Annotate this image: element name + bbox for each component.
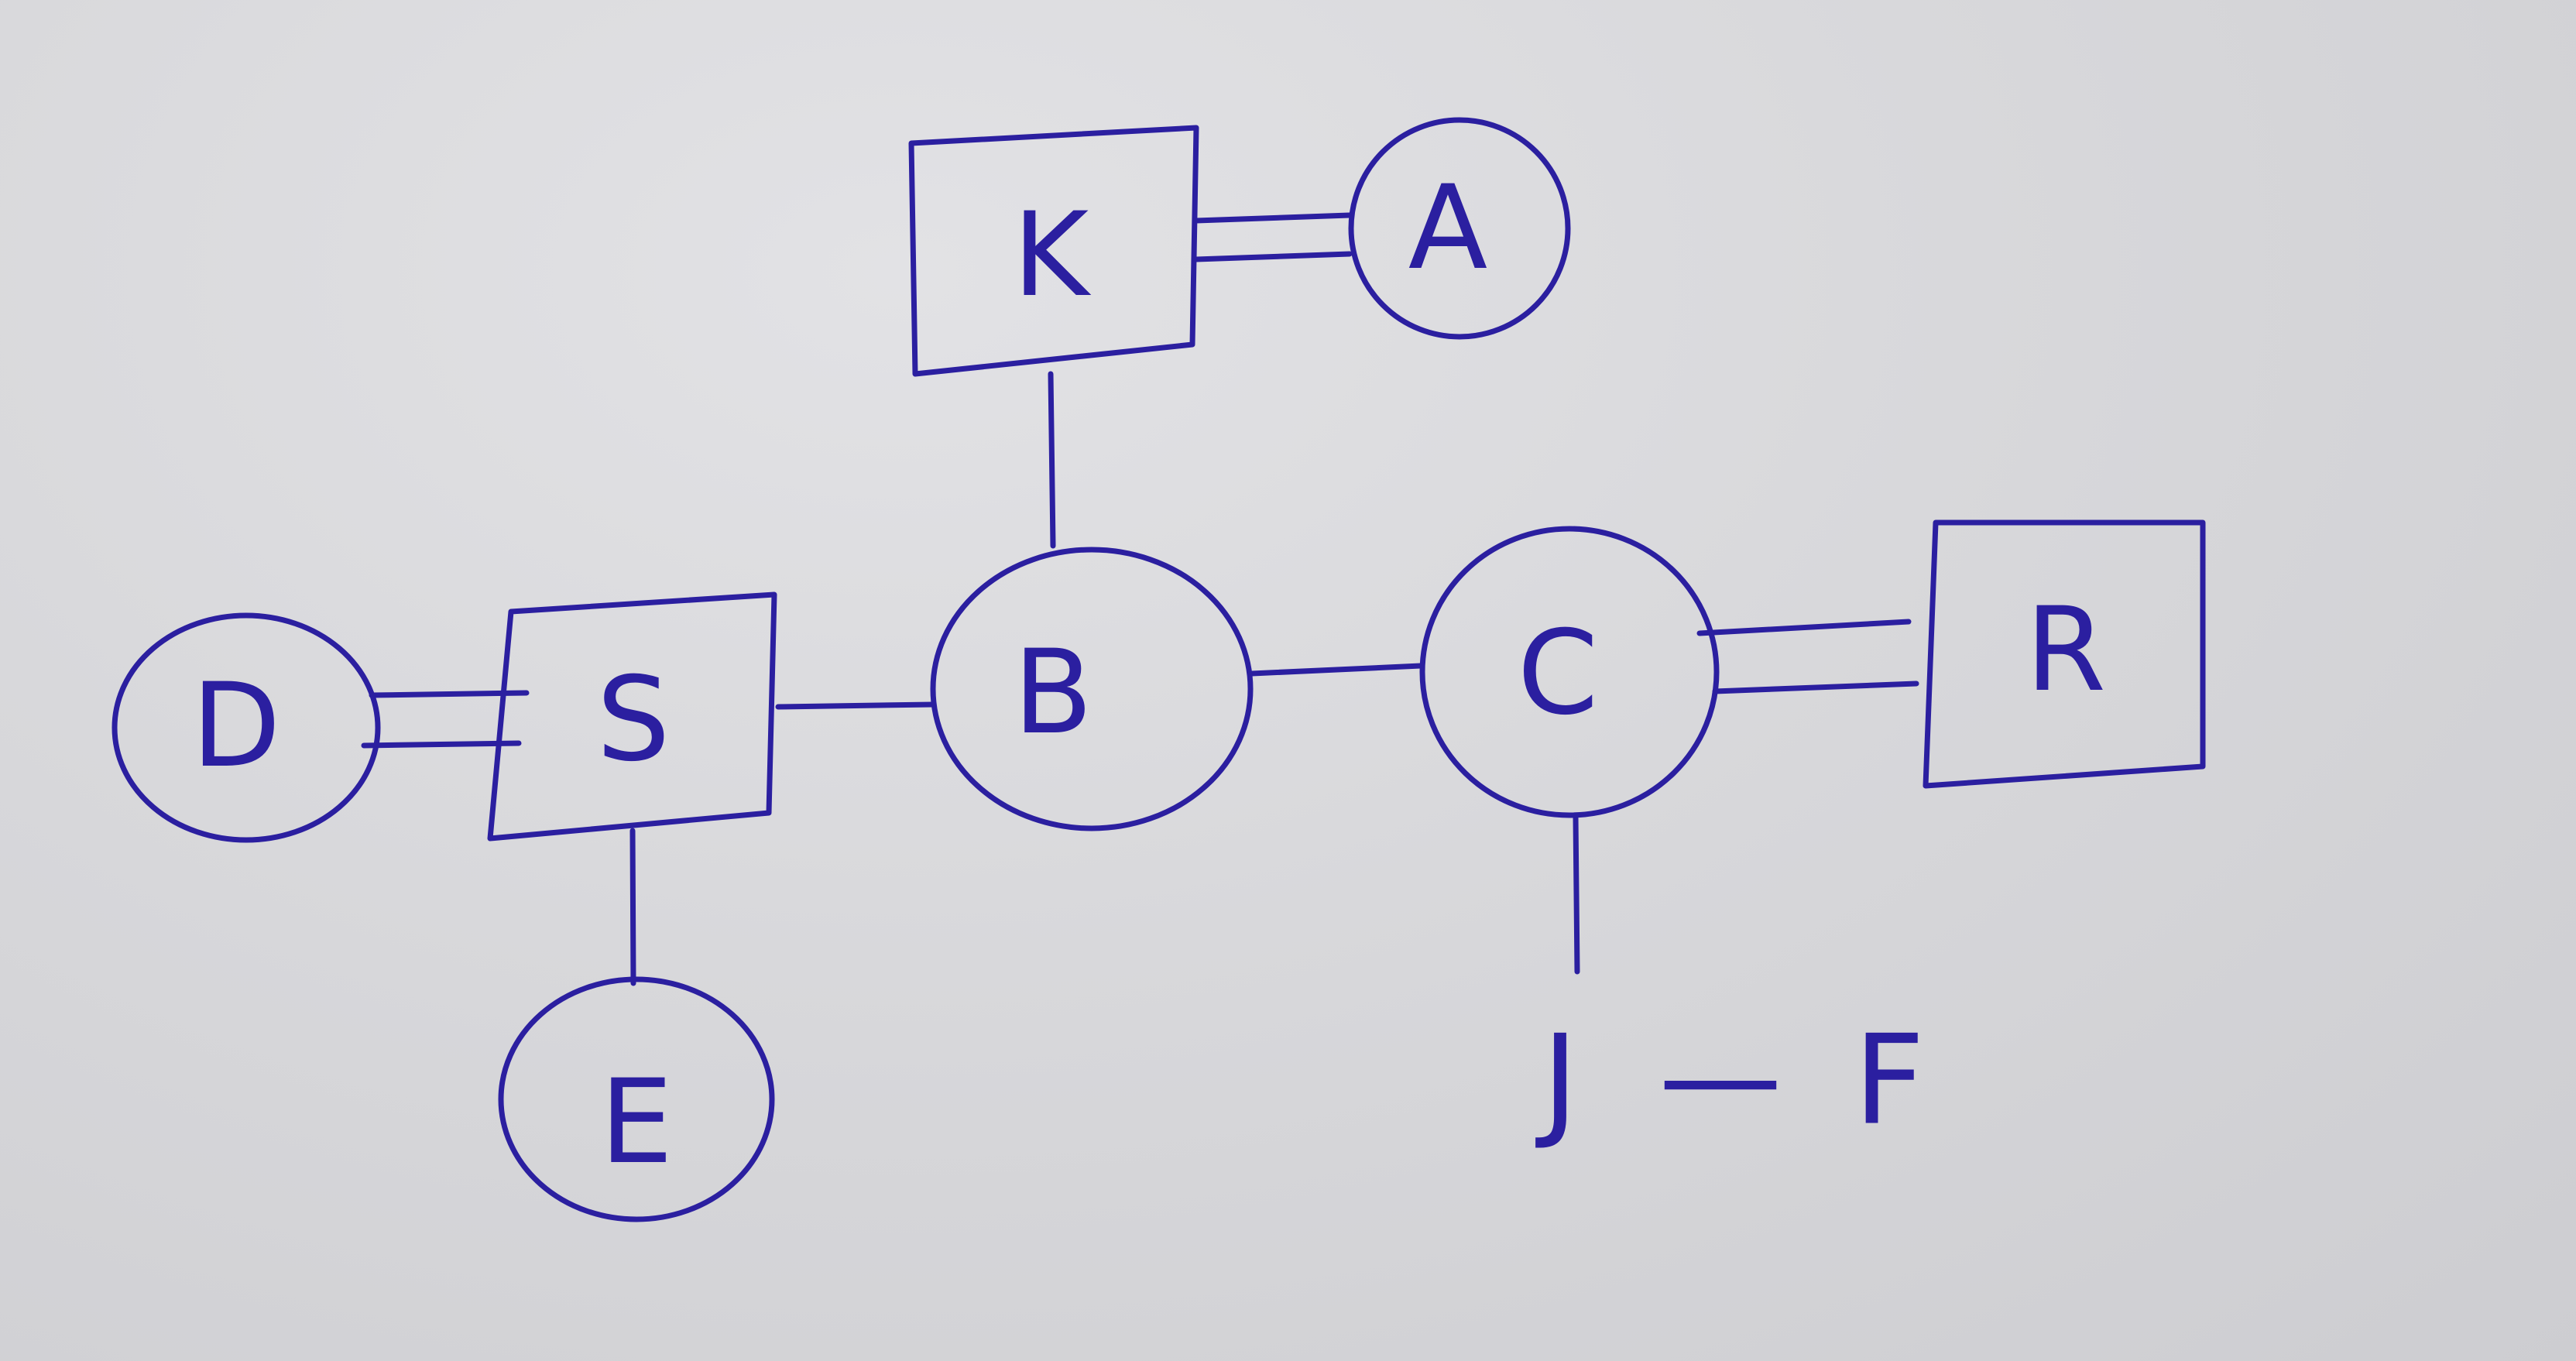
nodes: K A D S B bbox=[111, 117, 2206, 1222]
node-s-shape bbox=[487, 591, 777, 842]
node-d-label: D bbox=[191, 659, 281, 794]
node-b-shape bbox=[930, 547, 1254, 831]
label-dash: — bbox=[1658, 1004, 1782, 1149]
free-labels: J — F bbox=[1535, 1004, 1925, 1153]
edge-c-r-line-2 bbox=[1712, 680, 1919, 694]
node-d: D bbox=[111, 612, 381, 843]
node-b-label: B bbox=[1014, 626, 1093, 760]
edge-d-s-line-1 bbox=[369, 690, 530, 698]
node-c: C bbox=[1419, 526, 1720, 818]
edge-c-r-line-1 bbox=[1696, 619, 1912, 636]
edge-k-a-line-2 bbox=[1193, 251, 1353, 262]
node-s-label: S bbox=[596, 653, 670, 787]
node-e: E bbox=[498, 976, 775, 1222]
edges bbox=[361, 212, 1919, 986]
node-e-label: E bbox=[600, 1055, 674, 1190]
node-b: B bbox=[930, 547, 1254, 831]
node-k: K bbox=[908, 125, 1199, 377]
edge-b-c bbox=[1249, 663, 1424, 677]
label-f: F bbox=[1854, 1008, 1925, 1153]
edge-c-j bbox=[1573, 814, 1580, 975]
edge-k-b bbox=[1048, 371, 1056, 549]
label-j: J bbox=[1535, 1008, 1578, 1153]
node-r-label: R bbox=[2025, 583, 2106, 718]
edge-k-a-line-1 bbox=[1193, 212, 1353, 224]
node-d-shape bbox=[111, 612, 381, 843]
node-k-label: K bbox=[1013, 188, 1092, 323]
edge-s-b bbox=[775, 701, 936, 710]
node-k-shape bbox=[908, 125, 1199, 377]
node-a-label: A bbox=[1408, 161, 1488, 296]
node-r: R bbox=[1923, 519, 2206, 789]
node-a-shape bbox=[1348, 117, 1571, 340]
node-a: A bbox=[1348, 117, 1571, 340]
node-e-shape bbox=[498, 976, 775, 1222]
node-r-shape bbox=[1923, 519, 2206, 789]
node-c-shape bbox=[1419, 526, 1720, 818]
edge-d-s-line-2 bbox=[361, 740, 522, 749]
node-s: S bbox=[487, 591, 777, 842]
node-c-label: C bbox=[1518, 606, 1599, 741]
